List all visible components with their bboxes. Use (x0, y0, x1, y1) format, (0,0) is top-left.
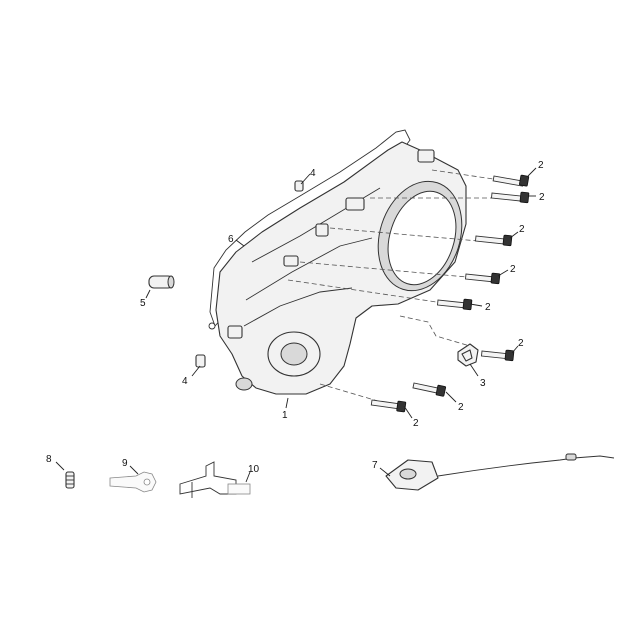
pin-lower (195, 354, 206, 368)
leader-lines (55, 167, 537, 483)
callout-6: 6 (228, 234, 234, 245)
callout-4-upper: 4 (310, 168, 316, 179)
callout-3: 3 (480, 378, 486, 389)
callout-9: 9 (122, 458, 128, 469)
callout-4-lower: 4 (182, 376, 188, 387)
flange-bolt-e (436, 298, 473, 311)
wire-clip (179, 461, 251, 498)
callout-5: 5 (140, 298, 146, 309)
callout-2g: 2 (458, 402, 464, 413)
callout-2b: 2 (539, 192, 545, 203)
callout-2f: 2 (518, 338, 524, 349)
callout-10: 10 (248, 464, 260, 475)
callout-labels: 1 2 2 2 2 2 2 2 2 3 4 4 5 6 7 8 9 10 (46, 160, 545, 475)
flange-bolt-b (490, 191, 530, 204)
flange-bolt-g (412, 382, 447, 397)
flange-bolt-d (464, 272, 501, 285)
cable-bracket (385, 453, 615, 491)
callout-2h: 2 (413, 418, 419, 429)
flange-bolt-a (492, 174, 530, 187)
flange-bolt-f (480, 349, 515, 362)
flange-bolt-h (370, 399, 407, 413)
callout-2c: 2 (519, 224, 525, 235)
callout-7: 7 (372, 460, 378, 471)
clip (457, 343, 479, 367)
crankcase-cover (208, 141, 467, 395)
callout-2a: 2 (538, 160, 544, 171)
callout-2d: 2 (510, 264, 516, 275)
flange-bolt-c (474, 234, 513, 247)
tag (109, 471, 157, 493)
callout-8: 8 (46, 454, 52, 465)
alignment-lines (287, 169, 501, 405)
spring-pin (65, 471, 75, 489)
dowel (148, 275, 175, 289)
callout-2e: 2 (485, 302, 491, 313)
callout-1: 1 (282, 410, 288, 421)
